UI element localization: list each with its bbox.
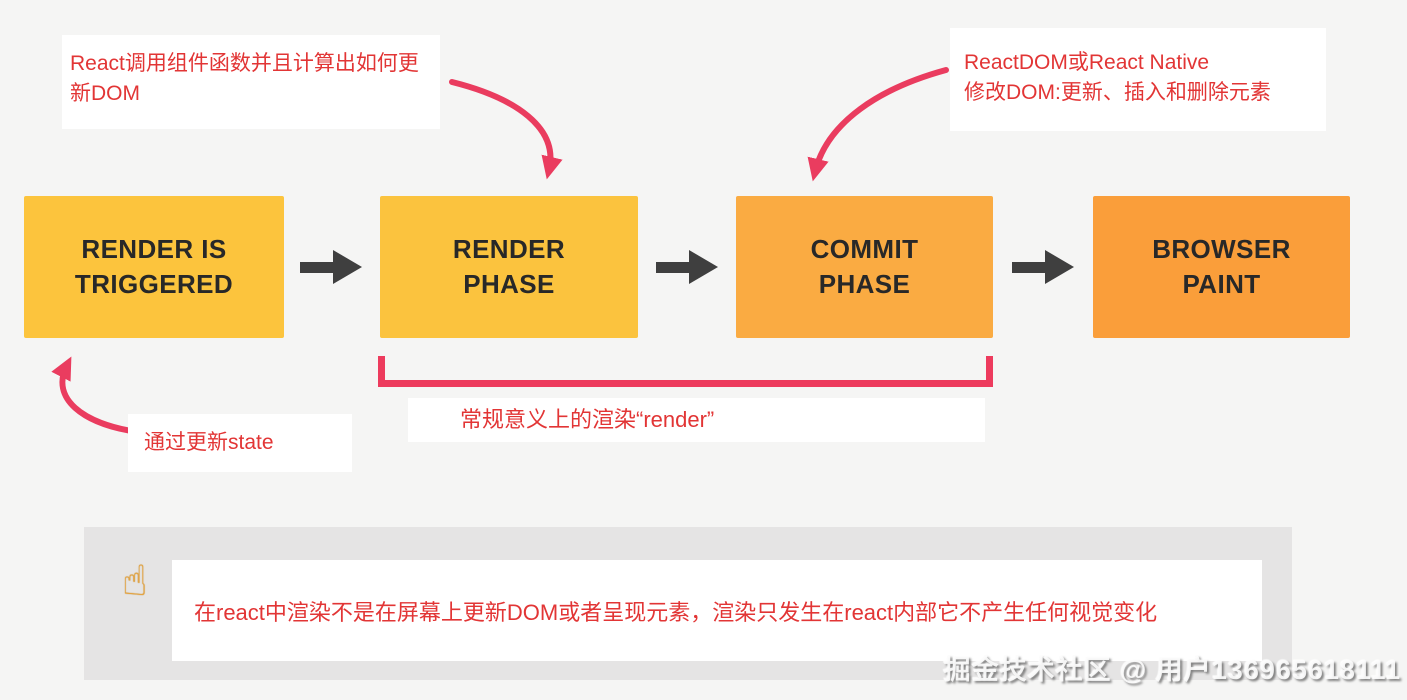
arrow-head	[1045, 250, 1074, 284]
watermark: 掘金技术社区 @ 用户136965618111	[943, 655, 1401, 685]
step-browser-paint: BROWSER PAINT	[1093, 196, 1350, 338]
annotation-text: 通过更新state	[144, 430, 274, 454]
arrow-head	[689, 250, 718, 284]
arrow-shaft	[300, 261, 333, 273]
step-render-is-triggered: RENDER IS TRIGGERED	[24, 196, 284, 338]
annotation-commit-phase-desc: ReactDOM或React Native 修改DOM:更新、插入和删除元素	[950, 28, 1326, 131]
right-arrow-icon	[656, 250, 718, 284]
arrow-head	[333, 250, 362, 284]
step-render-phase: RENDER PHASE	[380, 196, 638, 338]
arrow-topright-to-commit-phase	[807, 67, 949, 182]
arrow-topleft-to-render-phase	[449, 79, 563, 180]
footnote-text: 在react中渲染不是在屏幕上更新DOM或者呈现元素，渲染只发生在react内部…	[194, 599, 1158, 625]
annotation-bracket-label: 常规意义上的渲染“render”	[408, 398, 985, 442]
step-commit-phase: COMMIT PHASE	[736, 196, 993, 338]
right-arrow-icon	[1012, 250, 1074, 284]
annotation-text: React调用组件函数并且计算出如何更新DOM	[70, 52, 419, 106]
render-scope-bracket	[378, 356, 993, 387]
arrow-shaft	[656, 261, 689, 273]
arrow-shaft	[1012, 261, 1045, 273]
annotation-text-line2: 修改DOM:更新、插入和删除元素	[964, 81, 1271, 105]
pointing-up-finger-icon: ☝	[122, 557, 148, 604]
annotation-text: 常规意义上的渲染“render”	[460, 407, 715, 433]
footnote-card: 在react中渲染不是在屏幕上更新DOM或者呈现元素，渲染只发生在react内部…	[172, 560, 1262, 661]
annotation-render-phase-desc: React调用组件函数并且计算出如何更新DOM	[62, 35, 440, 129]
arrow-state-to-trigger-box	[51, 356, 141, 435]
annotation-text-line1: ReactDOM或React Native	[964, 51, 1210, 74]
annotation-update-state: 通过更新state	[128, 414, 352, 472]
right-arrow-icon	[300, 250, 362, 284]
